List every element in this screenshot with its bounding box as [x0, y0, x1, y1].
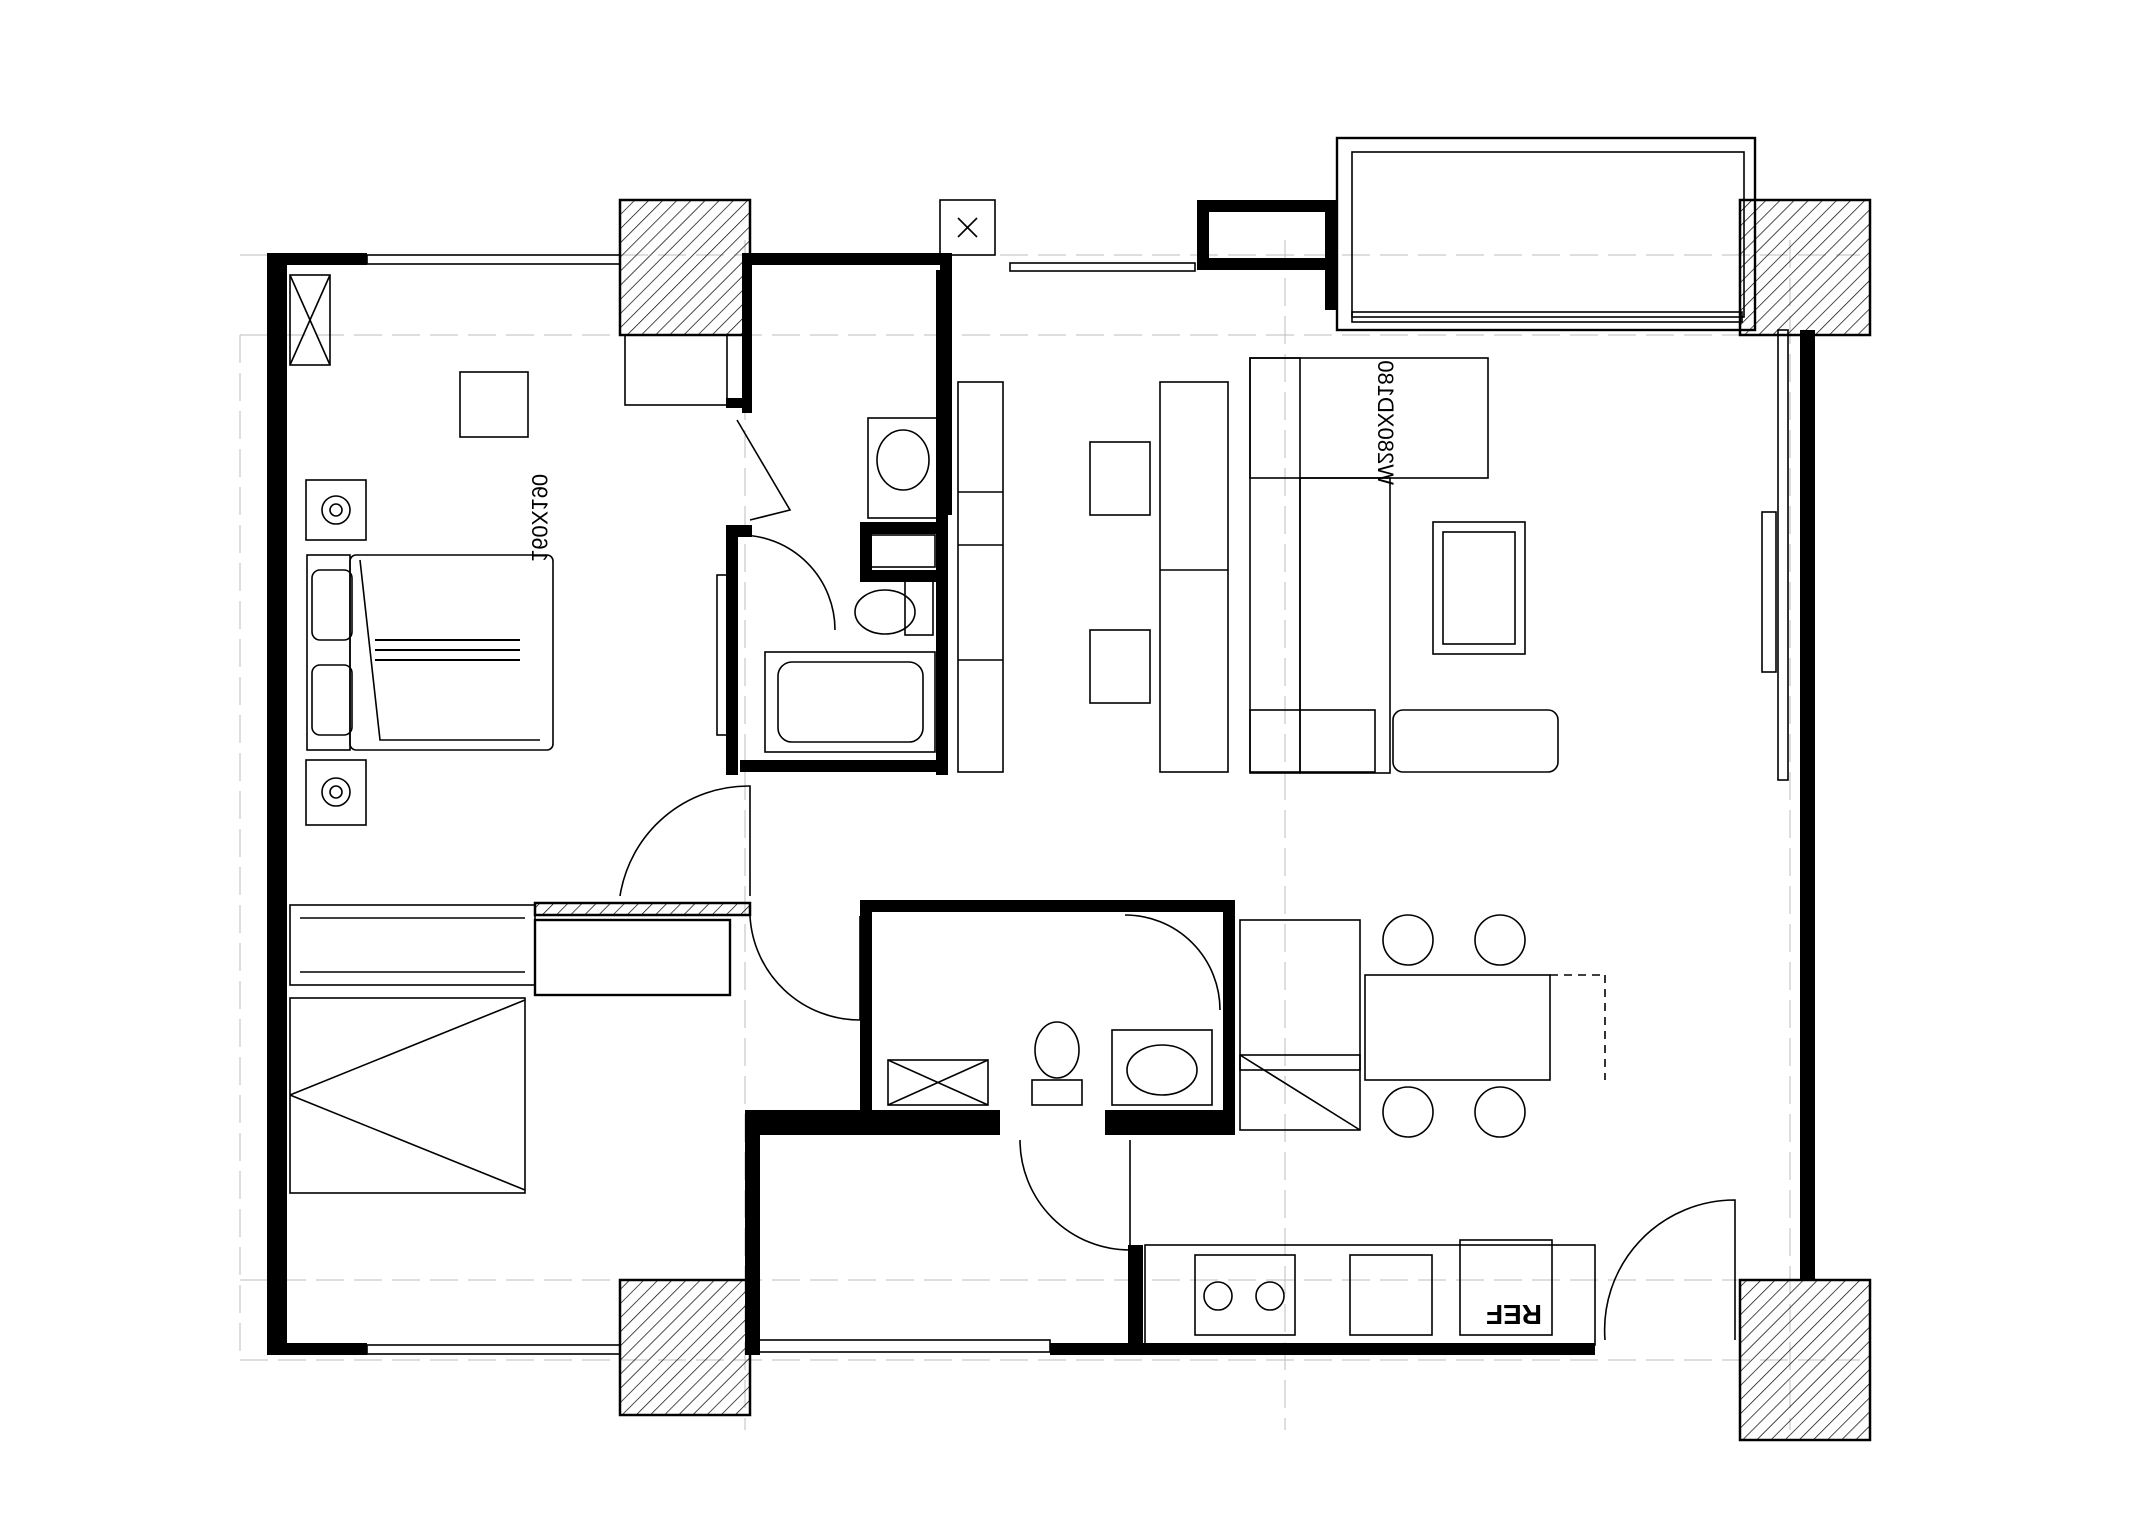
counter-top	[1239, 919, 1361, 1071]
doors	[619, 419, 1736, 1341]
sliding-door-right	[1761, 511, 1777, 673]
toilet-2	[1034, 1021, 1080, 1079]
storage-room	[289, 997, 526, 1194]
dining-chair-bottom	[1089, 629, 1151, 704]
kitchen: REF	[1144, 914, 1606, 1346]
reference-grid	[239, 240, 1860, 1430]
bathroom-fixtures	[764, 417, 1213, 1106]
refrigerator	[1459, 1239, 1553, 1336]
sliding-door-bedroom	[716, 574, 729, 736]
shaft-box	[939, 199, 996, 256]
balcony	[1335, 136, 1757, 332]
sink-2	[1111, 1029, 1213, 1106]
structural-columns	[618, 198, 1872, 1442]
sofa	[1249, 357, 1489, 479]
refrigerator-label: REF	[1486, 1299, 1542, 1330]
wardrobe	[289, 904, 536, 986]
exterior-walls	[267, 200, 1815, 1355]
dining-area	[957, 381, 1229, 773]
bathtub	[764, 651, 936, 753]
sideboard	[1159, 381, 1229, 773]
column-bottom-right	[1738, 1278, 1872, 1442]
bedroom-furniture: 160X190	[289, 274, 728, 986]
dining-table	[1364, 974, 1551, 1081]
windows	[366, 254, 1789, 1355]
ottoman	[1392, 709, 1559, 773]
bed-pattern	[375, 639, 520, 661]
column-top-left	[618, 198, 752, 337]
desk-chair	[459, 371, 529, 438]
wall-left	[267, 253, 287, 1355]
sink-1	[867, 417, 939, 519]
toilet-tank-2	[1031, 1079, 1083, 1106]
column-top-right	[1738, 198, 1872, 337]
living-area: W280XD180	[1249, 357, 1559, 774]
bed	[349, 554, 554, 751]
toilet-tank-1	[904, 579, 934, 636]
kitchen-sink	[1349, 1254, 1433, 1336]
bed-size-label: 160X190	[527, 474, 552, 562]
stove	[1194, 1254, 1296, 1336]
nightstand-bottom	[305, 759, 367, 826]
nightstand-top	[305, 479, 367, 541]
cabinet	[957, 381, 1004, 773]
sofa-size-label: W280XD180	[1373, 360, 1398, 485]
column-bottom-left	[618, 1278, 752, 1417]
wall-right	[1800, 330, 1815, 1280]
shower	[887, 1059, 989, 1106]
coffee-table	[1432, 521, 1526, 655]
interior-walls	[533, 253, 1235, 1355]
toilet-1	[854, 589, 916, 635]
dining-chair-top	[1089, 441, 1151, 516]
